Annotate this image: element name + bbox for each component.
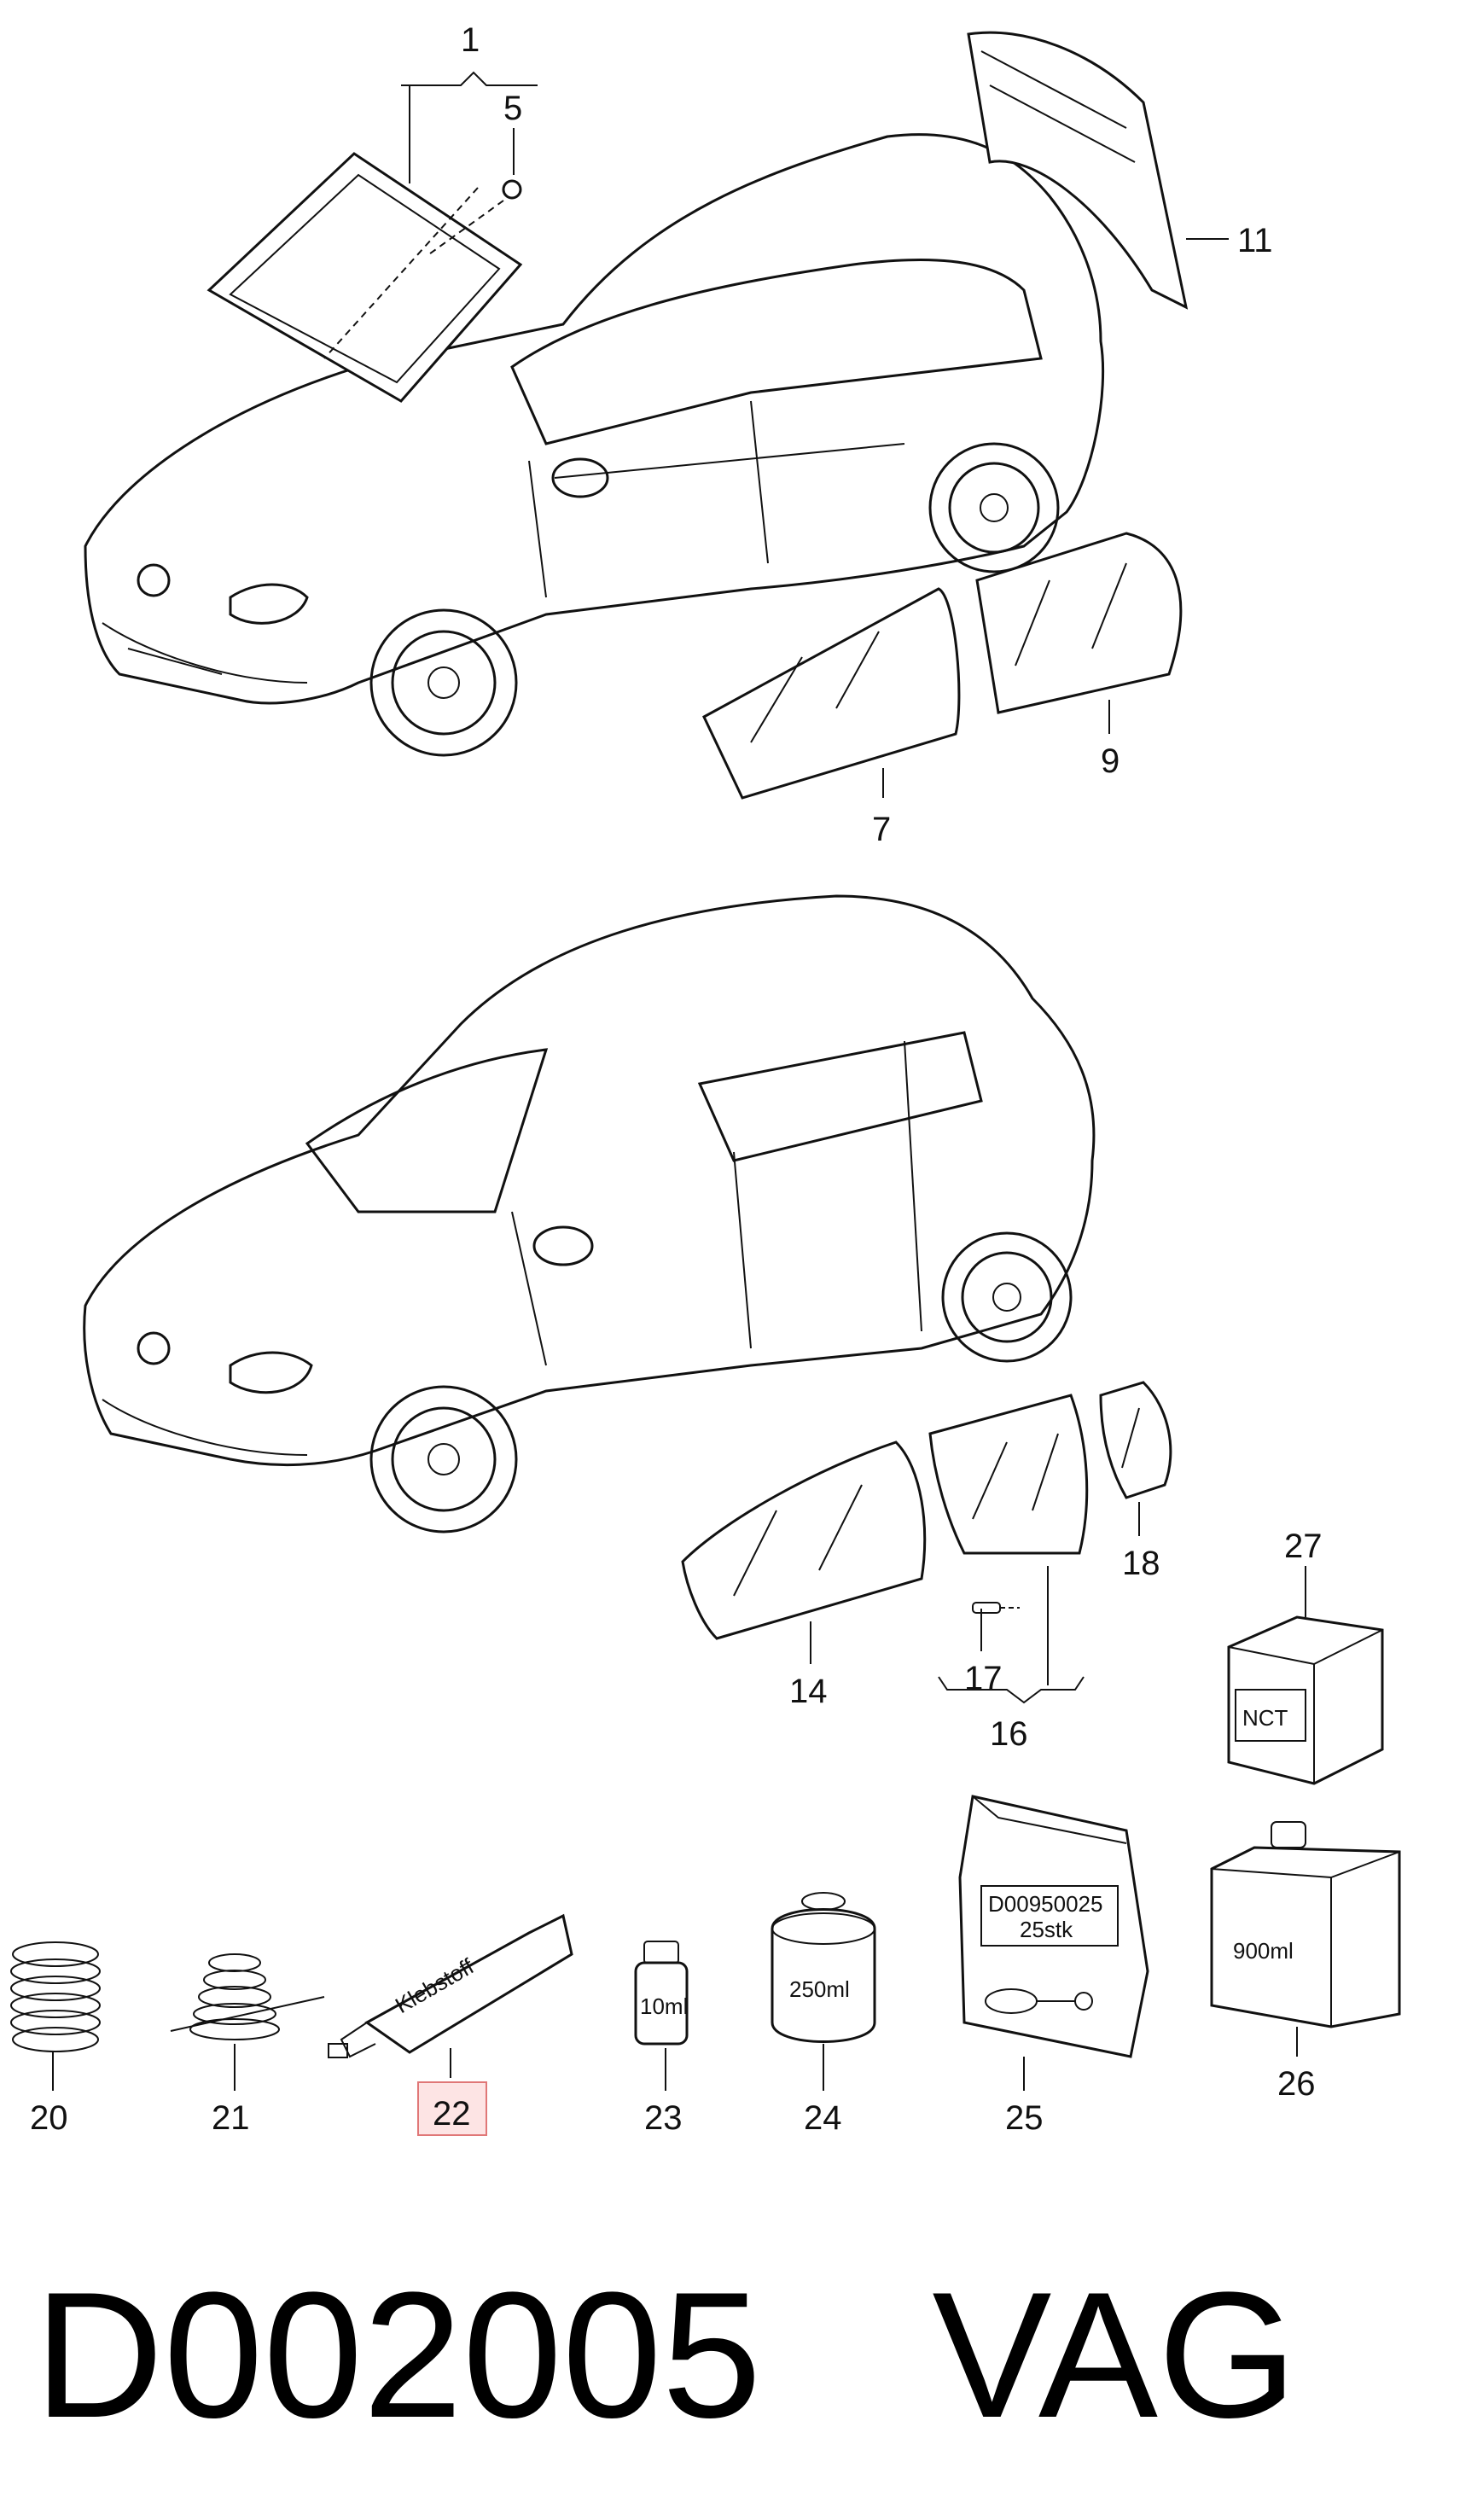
callout-9: 9 xyxy=(1101,742,1120,780)
clip-part-5 xyxy=(426,179,522,257)
callout-22-highlight xyxy=(417,2081,487,2136)
box-label: NCT xyxy=(1242,1705,1288,1731)
part-code: D002005 xyxy=(34,2255,762,2455)
can-label: 250ml xyxy=(789,1976,850,2002)
small-bottle-label: 10ml xyxy=(640,1993,688,2019)
callout-1: 1 xyxy=(461,21,480,59)
callout-24: 24 xyxy=(804,2099,842,2137)
spring-part-20 xyxy=(10,1941,101,2052)
callout-21: 21 xyxy=(212,2099,250,2137)
callout-23: 23 xyxy=(644,2099,683,2137)
rear-window-part xyxy=(967,31,1189,310)
brand-name: VAG xyxy=(932,2255,1298,2455)
bag-label-line2: 25stk xyxy=(1020,1917,1073,1942)
rear-door-window-part-16 xyxy=(928,1394,1089,1555)
small-bottle-part-23: 10ml xyxy=(634,1941,689,2046)
quarter-window-part-9 xyxy=(975,532,1183,714)
leader-lines xyxy=(52,71,1306,2091)
bag-label-line1: D00950025 xyxy=(988,1891,1102,1917)
callout-16: 16 xyxy=(990,1715,1028,1753)
can-part-24: 250ml xyxy=(771,1892,876,2043)
callout-11: 11 xyxy=(1237,222,1273,259)
callout-17: 17 xyxy=(964,1660,1003,1697)
callout-25: 25 xyxy=(1005,2099,1044,2137)
canister-label: 900ml xyxy=(1233,1938,1294,1964)
callout-7: 7 xyxy=(872,811,891,848)
callout-27: 27 xyxy=(1284,1528,1323,1565)
rear-side-window-part-7 xyxy=(702,587,961,800)
car-bottom-illustration xyxy=(83,894,1096,1534)
callout-numbers: 1 5 11 7 9 14 16 17 18 27 20 21 22 23 24… xyxy=(30,21,1323,2137)
box-part-27: NCT xyxy=(1227,1615,1384,1785)
front-door-window-part-14 xyxy=(681,1440,927,1640)
canister-part-26: 900ml xyxy=(1210,1821,1401,2028)
callout-18: 18 xyxy=(1122,1545,1160,1582)
bag-part-25: D00950025 25stk xyxy=(958,1795,1149,2058)
callout-26: 26 xyxy=(1277,2065,1316,2103)
car-top-illustration xyxy=(84,133,1105,757)
adhesive-tube-part-22: Klebstoff xyxy=(328,1913,573,2058)
quarter-window-part-18 xyxy=(1099,1381,1172,1499)
footer-caption: D002005 VAG xyxy=(34,2253,1451,2458)
callout-22: 22 xyxy=(433,2095,471,2133)
callout-5: 5 xyxy=(503,90,522,127)
callout-20: 20 xyxy=(30,2099,68,2137)
cone-spring-part-21 xyxy=(170,1953,325,2040)
callout-14: 14 xyxy=(789,1673,828,1710)
windscreen-part xyxy=(206,152,523,403)
rivet-part-17 xyxy=(972,1602,1020,1614)
